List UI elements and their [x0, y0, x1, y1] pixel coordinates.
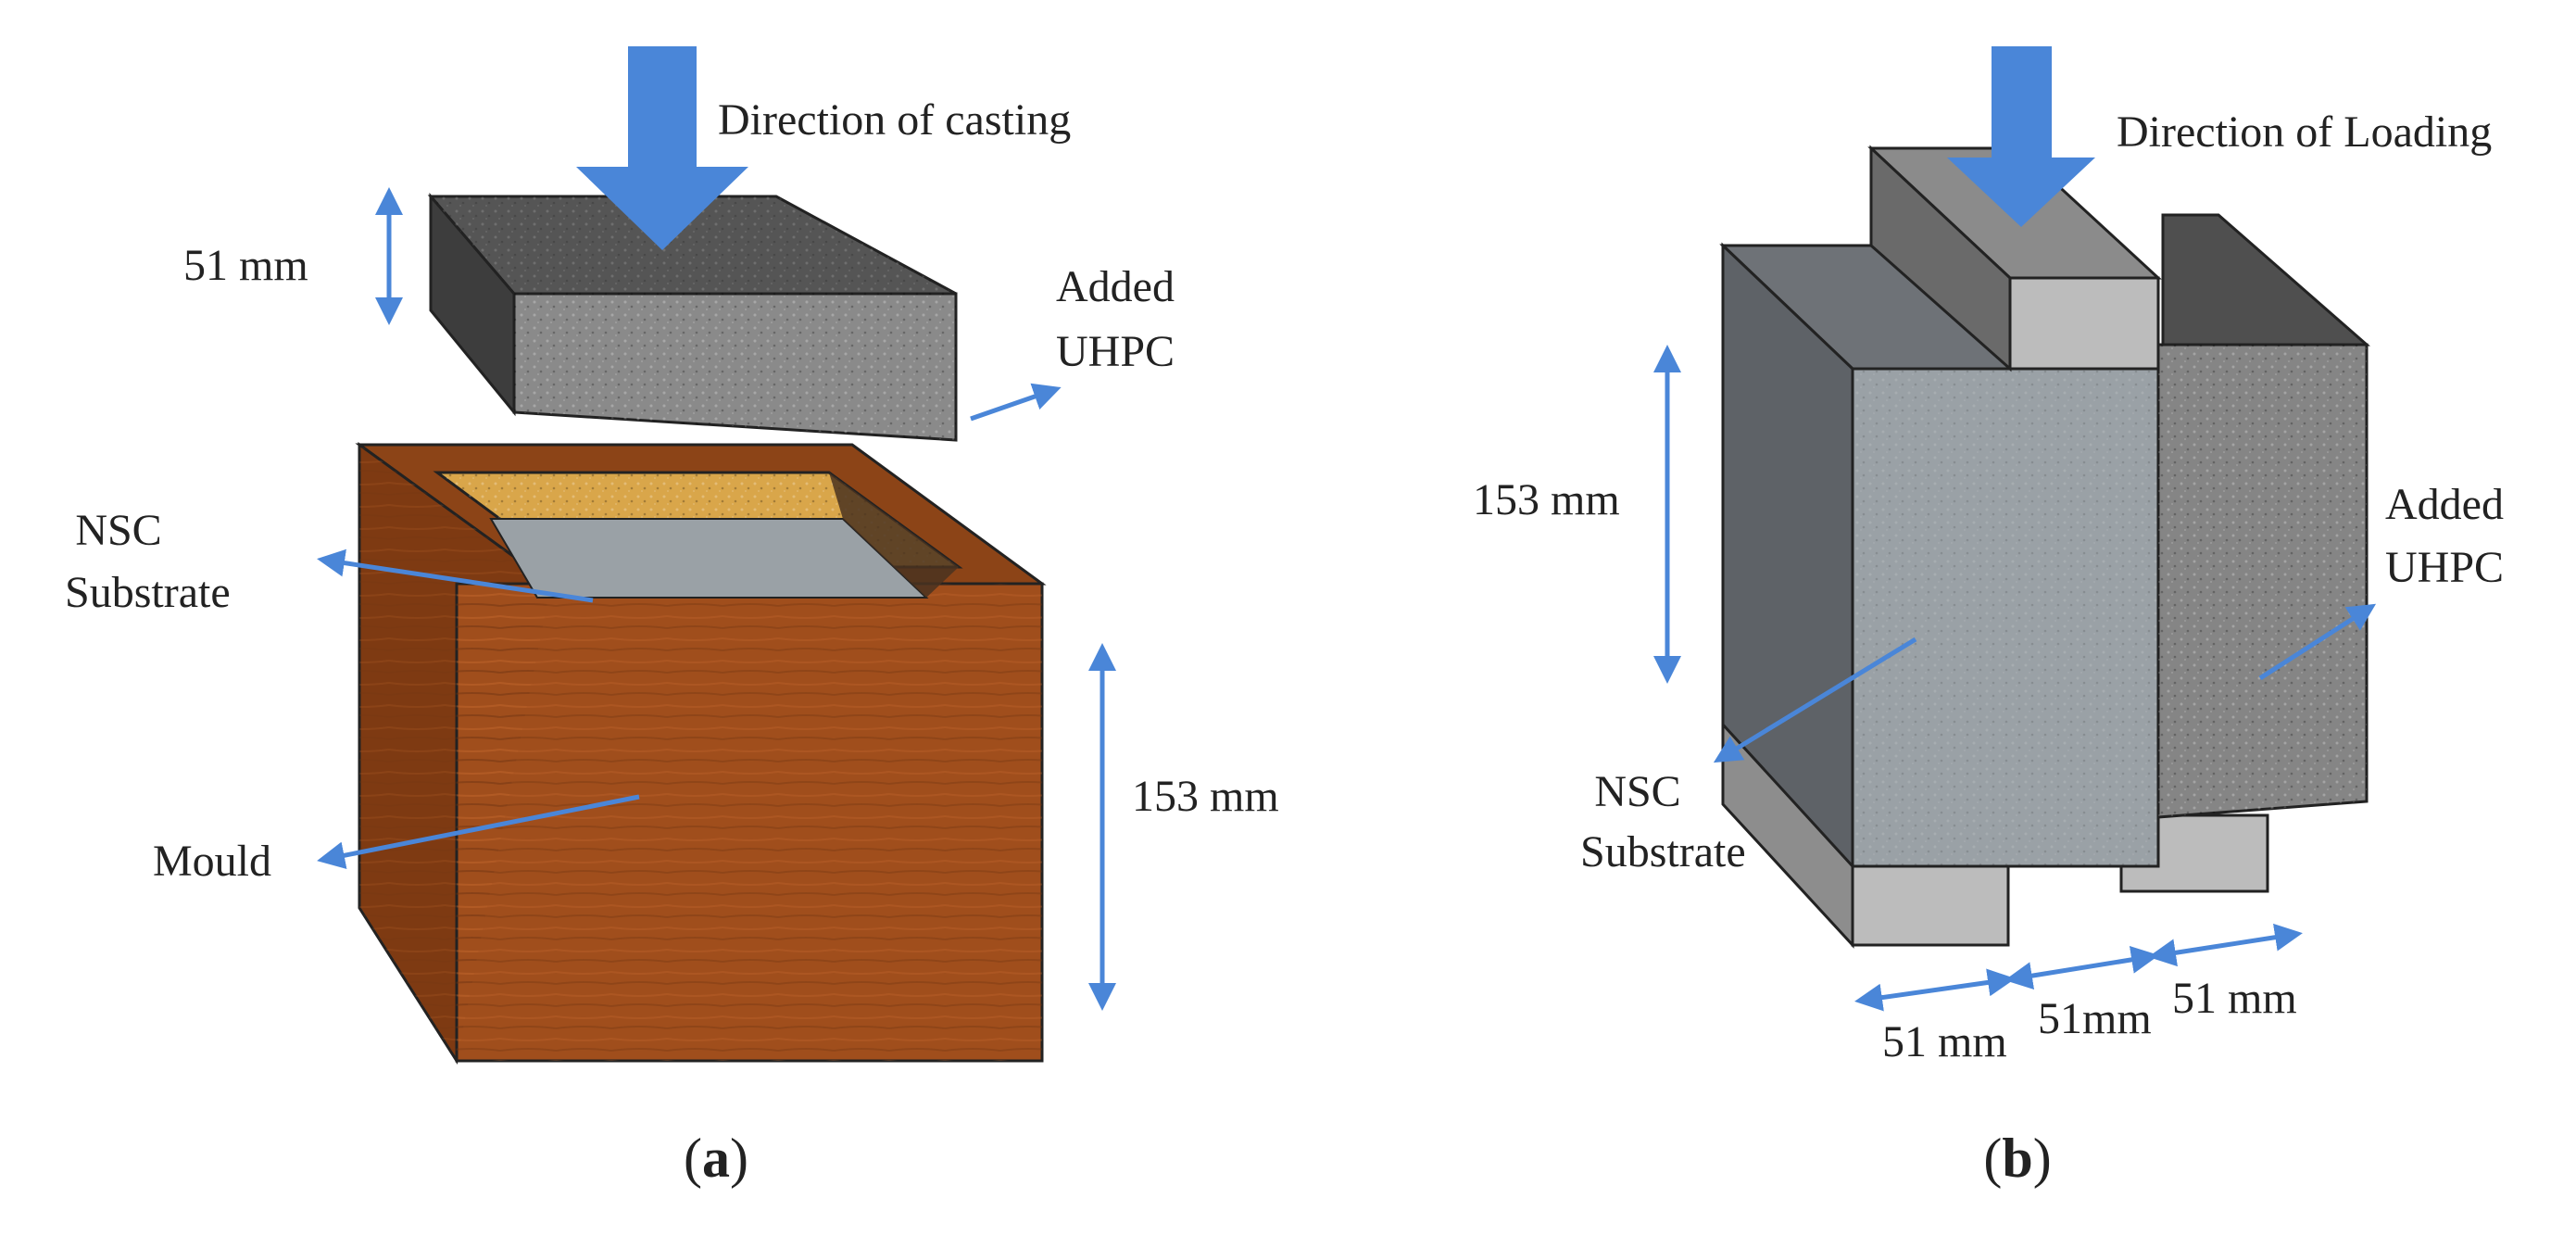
panel-a: Direction of casting 51 mm Added UHPC NS…: [65, 46, 1279, 1189]
label-substrate-a: Substrate: [65, 568, 231, 617]
label-uhpc-b: UHPC: [2385, 543, 2504, 592]
casting-direction-arrow: [576, 46, 748, 250]
pointer-nsc-substrate-a: [317, 548, 594, 603]
uhpc-b-top-face: [2161, 213, 2370, 347]
pointer-added-uhpc-a: [970, 383, 1062, 422]
pointer-added-uhpc-b: [2258, 603, 2377, 681]
pointer-nsc-substrate-b: [1713, 637, 1917, 763]
label-nsc-b: NSC: [1594, 767, 1680, 816]
label-width-2: 51mm: [2038, 994, 2152, 1043]
label-width-3: 51 mm: [2172, 974, 2297, 1023]
steel-plate-left: [1851, 862, 2010, 947]
label-51mm-a: 51 mm: [183, 241, 308, 290]
top-steel-front-face: [2008, 276, 2160, 371]
dim-arrow-width-1: [1854, 968, 2016, 1012]
label-substrate-b: Substrate: [1580, 827, 1746, 876]
caption-b: (b): [1983, 1128, 2051, 1189]
label-added-b: Added: [2385, 480, 2504, 529]
label-uhpc-a: UHPC: [1056, 327, 1175, 376]
label-153mm-a: 153 mm: [1132, 772, 1279, 821]
label-direction-of-casting: Direction of casting: [718, 95, 1071, 145]
mould-box: [355, 442, 1047, 1065]
loading-direction-arrow: [1947, 46, 2095, 227]
uhpc-block-b: [2156, 213, 2370, 819]
pointer-mould: [317, 794, 640, 870]
label-added-a: Added: [1056, 262, 1175, 311]
panel-b: Direction of Loading 153 mm Added UHPC N…: [1473, 46, 2504, 1189]
dim-arrow-width-2: [2004, 946, 2159, 990]
uhpc-block-a: [427, 192, 958, 442]
label-direction-of-loading: Direction of Loading: [2117, 107, 2492, 157]
dim-arrow-width-3: [2148, 923, 2303, 967]
nsc-block-left: [1719, 242, 2160, 870]
label-width-1: 51 mm: [1882, 1017, 2007, 1066]
caption-a: (a): [684, 1128, 748, 1189]
label-mould: Mould: [153, 837, 271, 886]
label-nsc-a: NSC: [75, 506, 161, 555]
label-153mm-b: 153 mm: [1473, 475, 1620, 524]
